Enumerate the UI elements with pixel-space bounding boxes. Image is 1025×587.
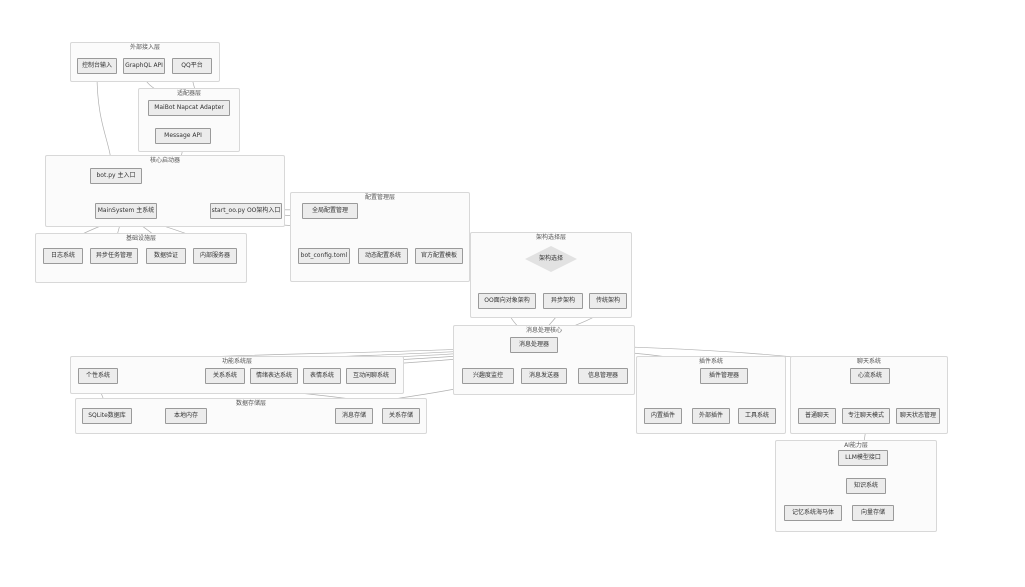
node-global-config: 全局配置管理 — [302, 203, 358, 219]
group-label-chat-system: 聊天系统 — [856, 358, 881, 365]
node-tool-system: 工具系统 — [738, 408, 776, 424]
node-personality-system: 个性系统 — [78, 368, 118, 384]
group-label-data-storage: 数据存储层 — [235, 400, 266, 407]
node-main-system: MainSystem 主系统 — [95, 203, 157, 219]
node-msg-processor: 消息处理器 — [510, 337, 558, 353]
group-label-message-core: 消息处理核心 — [525, 327, 562, 334]
node-normal-chat: 普通聊天 — [798, 408, 836, 424]
group-label-core-launcher: 核心启动器 — [149, 157, 180, 164]
node-start-oo: start_oo.py OO架构入口 — [210, 203, 282, 219]
node-dynamic-config: 动态配置系统 — [358, 248, 408, 264]
node-relationship-system: 关系系统 — [205, 368, 245, 384]
group-label-feature-systems: 功能系统层 — [221, 358, 252, 365]
node-chat-interact-system: 互动闲聊系统 — [346, 368, 396, 384]
node-bot-entry: bot.py 主入口 — [90, 168, 142, 184]
group-label-config-management: 配置管理层 — [364, 194, 395, 201]
node-heartflow-system: 心流系统 — [850, 368, 890, 384]
node-relation-storage: 关系存储 — [382, 408, 420, 424]
group-label-arch-selection: 架构选择层 — [535, 234, 566, 241]
group-label-external-access: 外部接入层 — [129, 44, 160, 51]
node-bot-config-toml: bot_config.toml — [298, 248, 350, 264]
node-external-plugins: 外部插件 — [692, 408, 730, 424]
group-label-infrastructure: 基础设施层 — [125, 235, 156, 242]
node-emoji-system: 表情系统 — [303, 368, 341, 384]
node-llm-interface: LLM模型接口 — [838, 450, 888, 466]
node-internal-server: 内部服务器 — [193, 248, 237, 264]
node-official-template: 官方配置模板 — [415, 248, 463, 264]
node-legacy-arch: 传统架构 — [589, 293, 627, 309]
node-qq-platform: QQ平台 — [172, 58, 212, 74]
node-async-task: 异步任务管理 — [90, 248, 138, 264]
node-msg-sender: 消息发送器 — [521, 368, 567, 384]
node-async-arch: 异步架构 — [543, 293, 583, 309]
node-sqlite-db: SQLite数据库 — [82, 408, 132, 424]
node-graphql-api: GraphQL API — [123, 58, 165, 74]
node-local-memory: 本地内存 — [165, 408, 207, 424]
edge-console-input-bot-entry — [96, 73, 112, 168]
group-message-core: 消息处理核心 — [453, 325, 635, 395]
group-label-ai-capability: AI能力层 — [844, 442, 868, 449]
node-data-validation: 数据验证 — [146, 248, 186, 264]
node-message-storage: 消息存储 — [335, 408, 373, 424]
node-memory-hippocampus: 记忆系统海马体 — [784, 505, 842, 521]
group-label-adapter-layer: 适配器层 — [176, 90, 201, 97]
node-message-api: Message API — [155, 128, 211, 144]
node-chat-state: 聊天状态管理 — [896, 408, 940, 424]
group-label-plugin-system: 插件系统 — [698, 358, 723, 365]
node-napcat-adapter: MaiBot Napcat Adapter — [148, 100, 230, 116]
node-plugin-manager: 插件管理器 — [700, 368, 748, 384]
node-builtin-plugins: 内置插件 — [644, 408, 682, 424]
node-log-system: 日志系统 — [43, 248, 83, 264]
node-knowledge-system: 知识系统 — [846, 478, 886, 494]
node-vector-storage: 向量存储 — [852, 505, 894, 521]
node-console-input: 控制台输入 — [77, 58, 117, 74]
node-emotion-system: 情绪表达系统 — [250, 368, 298, 384]
node-interest-monitor: 兴趣度监控 — [462, 368, 514, 384]
node-info-manager: 信息管理器 — [578, 368, 628, 384]
node-oo-arch: OO面向对象架构 — [478, 293, 536, 309]
node-focus-chat: 专注聊天模式 — [842, 408, 890, 424]
